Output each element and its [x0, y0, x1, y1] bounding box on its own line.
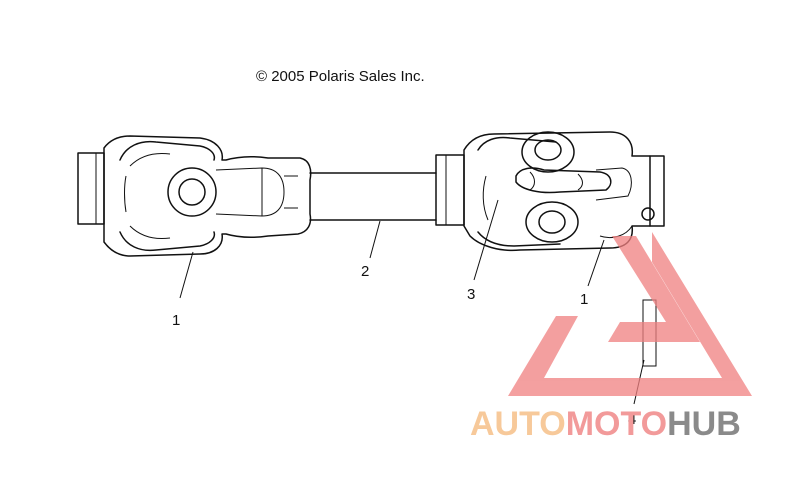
callout-1-left: 1 — [172, 312, 180, 329]
drive-shaft-tube — [309, 172, 437, 221]
callout-2: 2 — [361, 263, 369, 280]
callout-4: 4 — [628, 411, 636, 428]
copyright-text: © 2005 Polaris Sales Inc. — [256, 68, 425, 85]
callout-3: 3 — [467, 286, 475, 303]
callout-1-right: 1 — [580, 291, 588, 308]
callout-leaders — [179, 199, 645, 405]
watermark-hub: HUB — [667, 405, 741, 443]
watermark-moto: MOTO — [566, 405, 667, 443]
watermark-text: AUTOMOTOHUB — [470, 405, 741, 443]
watermark-logo — [508, 232, 752, 396]
left-u-joint — [77, 135, 312, 257]
right-u-joint — [435, 131, 665, 252]
watermark-auto: AUTO — [470, 405, 566, 443]
